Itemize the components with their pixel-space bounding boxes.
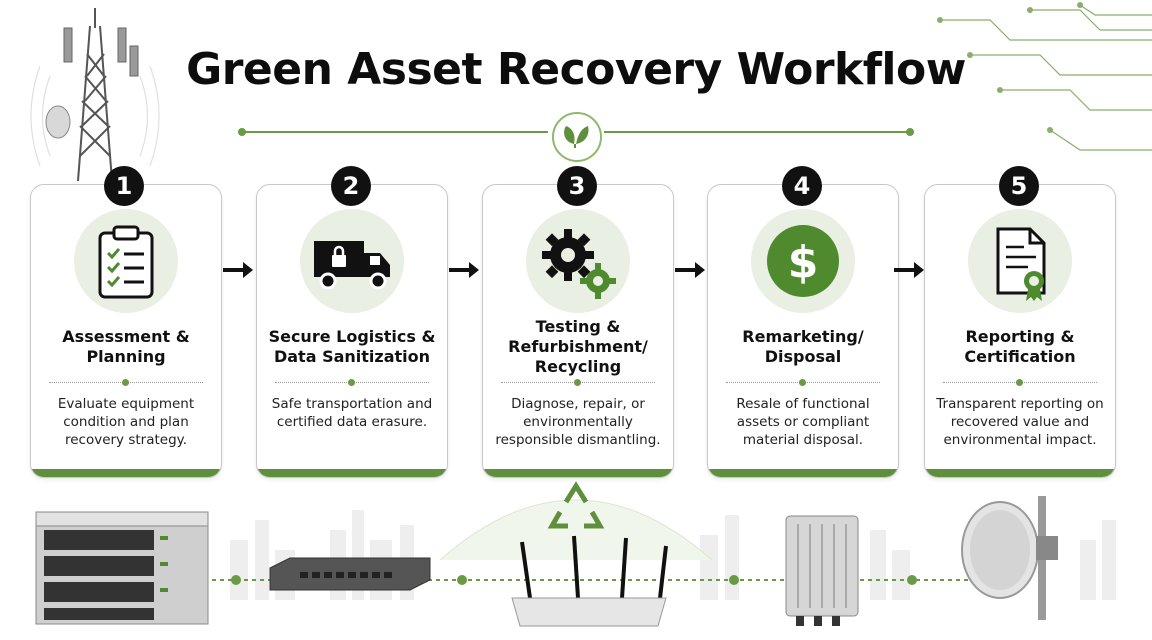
separator-dot — [799, 379, 806, 386]
step-title: Remarketing/ Disposal — [742, 327, 864, 366]
step-description: Resale of functional assets or compliant… — [736, 396, 870, 448]
step-title: Secure Logistics & Data Sanitization — [268, 327, 436, 366]
accent-bar — [257, 469, 447, 477]
arrow-right-icon — [449, 262, 479, 278]
outdoor-radio-unit-icon — [785, 515, 859, 626]
recycle-icon — [547, 481, 605, 529]
accent-bar — [925, 469, 1115, 477]
step-description: Safe transportation and certified data e… — [271, 396, 433, 430]
divider-dot-left — [238, 128, 246, 136]
separator-dot — [1016, 379, 1023, 386]
step-number-5: 5 — [999, 166, 1039, 206]
divider-dot-right — [906, 128, 914, 136]
separator-dot — [122, 379, 129, 386]
wifi-router-icon — [511, 535, 668, 627]
step-card-reporting: Reporting & Certification Transparent re… — [924, 184, 1116, 478]
certificate-document-icon — [996, 227, 1046, 301]
step-icon-circle — [300, 209, 404, 313]
step-description: Evaluate equipment condition and plan re… — [57, 396, 195, 448]
step-number-2: 2 — [331, 166, 371, 206]
step-title: Testing & Refurbishment/ Recycling — [508, 317, 648, 376]
step-description: Transparent reporting on recovered value… — [936, 396, 1104, 448]
step-number-3: 3 — [557, 166, 597, 206]
dish-antenna-icon — [961, 496, 1058, 620]
locked-truck-icon — [314, 241, 390, 290]
separator-dot — [574, 379, 581, 386]
arrow-right-icon — [223, 262, 253, 278]
step-title: Reporting & Certification — [964, 327, 1076, 366]
equipment-row — [35, 481, 1116, 627]
title-divider-left — [242, 131, 548, 133]
step-number-1: 1 — [104, 166, 144, 206]
leaf-icon — [564, 126, 589, 148]
arrow-right-icon — [675, 262, 705, 278]
step-icon-circle — [968, 209, 1072, 313]
step-card-logistics: Secure Logistics & Data Sanitization Saf… — [256, 184, 448, 478]
step-card-testing: Testing & Refurbishment/ Recycling Diagn… — [482, 184, 674, 478]
page-title: Green Asset Recovery Workflow — [186, 44, 966, 95]
step-title: Assessment & Planning — [62, 327, 190, 366]
step-card-assessment: Assessment & Planning Evaluate equipment… — [30, 184, 222, 478]
step-number-4: 4 — [782, 166, 822, 206]
cell-tower-icon — [30, 8, 160, 182]
separator-dot — [348, 379, 355, 386]
circuit-lines-icon — [937, 2, 1152, 151]
svg-text:$: $ — [788, 237, 819, 288]
accent-bar — [31, 469, 221, 477]
network-switch-icon — [269, 557, 431, 591]
dollar-icon: $ — [767, 225, 839, 297]
step-icon-circle: $ — [751, 209, 855, 313]
leaf-badge — [552, 112, 602, 162]
accent-bar — [483, 469, 673, 477]
clipboard-checklist-icon — [98, 225, 154, 299]
accent-bar — [708, 469, 898, 477]
server-rack-icon — [35, 511, 209, 625]
gears-icon — [542, 229, 616, 299]
arrow-right-icon — [894, 262, 924, 278]
step-description: Diagnose, repair, or environmentally res… — [495, 396, 661, 448]
step-icon-circle — [74, 209, 178, 313]
step-card-remarketing: $ Remarketing/ Disposal Resale of functi… — [707, 184, 899, 478]
title-divider-right — [604, 131, 910, 133]
step-icon-circle — [526, 209, 630, 313]
